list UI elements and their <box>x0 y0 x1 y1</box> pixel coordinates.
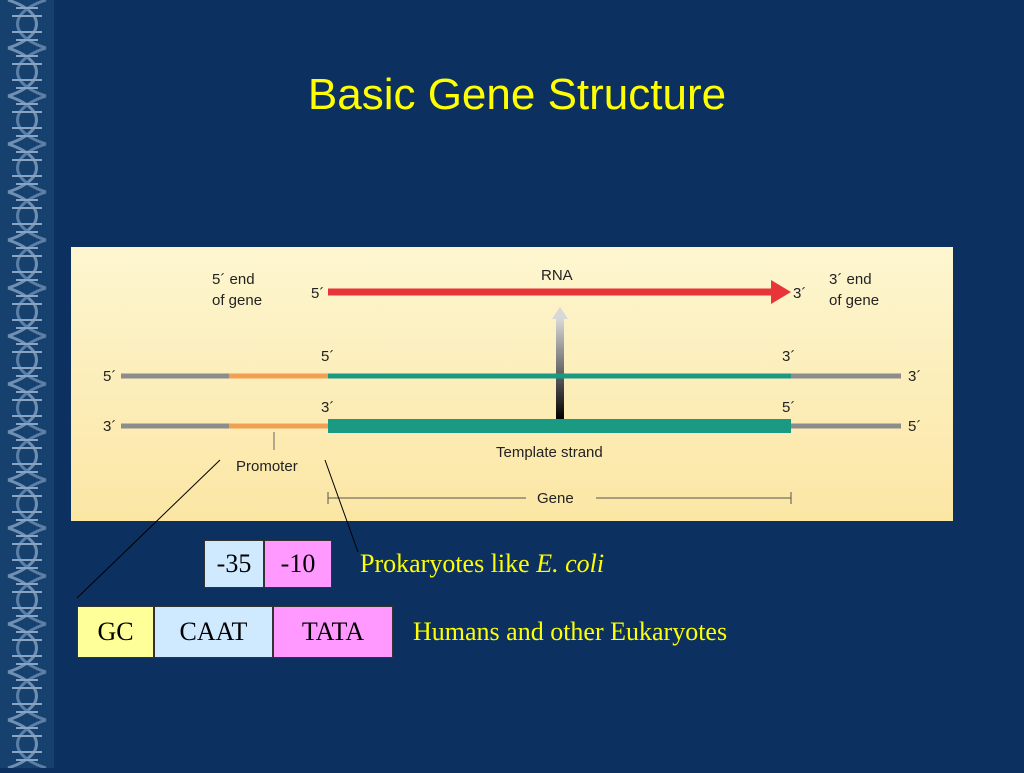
five-end-label-line1: 5´ end <box>212 271 255 288</box>
rna-start-label: 5´ <box>311 285 324 302</box>
seq-box-minus10: -10 <box>264 540 332 588</box>
slide-title: Basic Gene Structure <box>307 70 727 119</box>
transcription-arrow-shaft <box>556 319 564 419</box>
promoter-label: Promoter <box>236 458 298 475</box>
bottom-strand-gene <box>328 419 791 433</box>
prokaryote-caption-italic: E. coli <box>536 549 605 578</box>
bottom-strand-gene-start: 3´ <box>321 399 334 416</box>
prokaryote-caption-text: Prokaryotes like <box>360 549 537 578</box>
seq-box-minus35: -35 <box>204 540 264 588</box>
top-strand-left-end: 5´ <box>103 368 116 385</box>
top-strand-gene-start: 5´ <box>321 348 334 365</box>
dna-helix-border <box>0 0 54 768</box>
top-strand-right-end: 3´ <box>908 368 921 385</box>
gene-label: Gene <box>537 490 574 507</box>
three-end-label-line1: 3´ end <box>829 271 872 288</box>
transcription-arrowhead <box>552 307 568 319</box>
three-end-label-line2: of gene <box>829 292 879 309</box>
promoter-connector-right <box>324 459 359 553</box>
bottom-strand-left-end: 3´ <box>103 418 116 435</box>
dna-helix-icon <box>0 0 54 768</box>
rna-end-label: 3´ <box>793 285 806 302</box>
rna-arrowhead <box>771 280 791 304</box>
template-strand-label: Template strand <box>496 444 603 461</box>
seq-box-caat: CAAT <box>154 606 273 658</box>
bottom-strand-gene-end: 5´ <box>782 399 795 416</box>
eukaryote-caption: Humans and other Eukaryotes <box>413 617 728 646</box>
seq-box-gc: GC <box>77 606 154 658</box>
prokaryote-caption: Prokaryotes like E. coli <box>360 549 604 579</box>
promoter-connector-left <box>76 459 221 599</box>
bottom-strand-right-end: 5´ <box>908 418 921 435</box>
rna-label: RNA <box>541 267 573 284</box>
gene-structure-figure: RNA 5´ 3´ 5´ end of gene 3´ end of gene … <box>71 247 953 521</box>
top-strand-gene-end: 3´ <box>782 348 795 365</box>
seq-box-tata: TATA <box>273 606 393 658</box>
five-end-label-line2: of gene <box>212 292 262 309</box>
